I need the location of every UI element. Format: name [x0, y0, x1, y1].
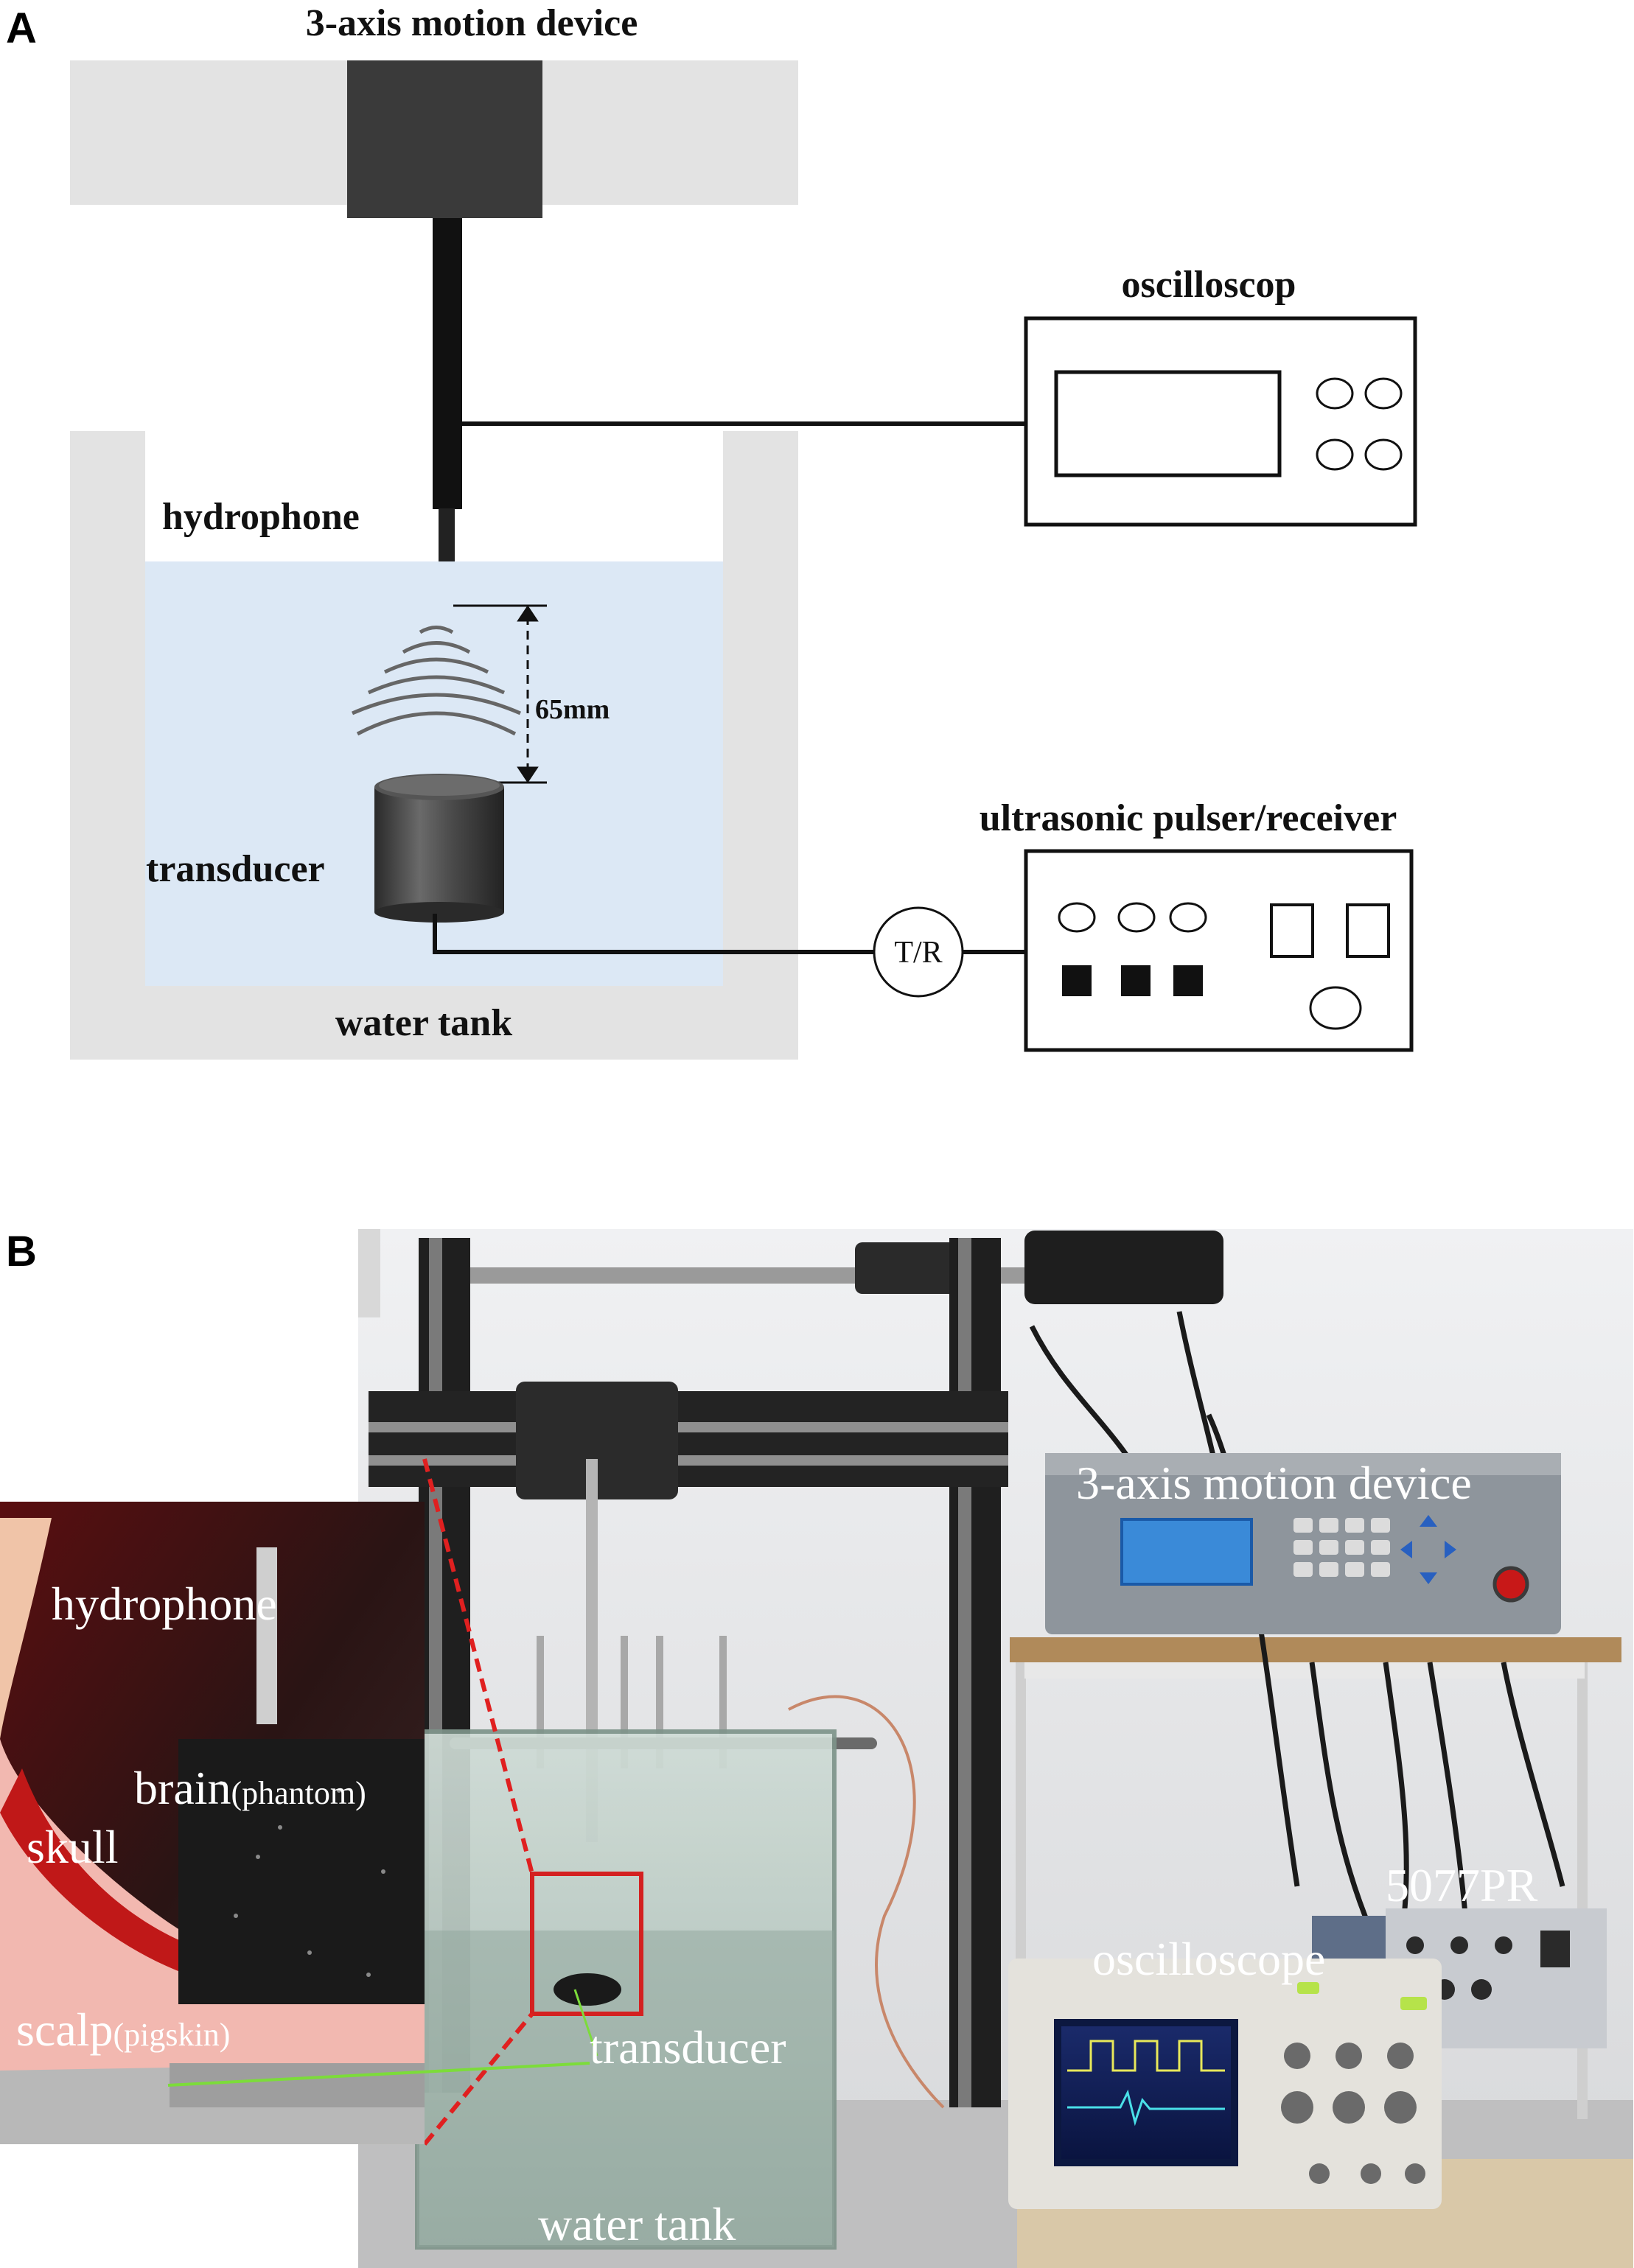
transducer-highlight-box — [530, 1872, 643, 2016]
photo-scalp-sub: (pigskin) — [114, 2017, 231, 2053]
beam-line — [167, 2062, 590, 2087]
oscilloscope-label: oscilloscop — [1122, 264, 1296, 306]
zoom-lines — [422, 1458, 534, 2146]
water-tank-left-wall — [70, 431, 145, 1060]
photo-oscilloscope-label: oscilloscope — [1092, 1933, 1325, 1985]
photo-scalp-label: scalp(pigskin) — [16, 2003, 230, 2056]
photo-brain-label: brain(phantom) — [134, 1762, 366, 1814]
lab-photo — [358, 1229, 1633, 2268]
pulser-label: ultrasonic pulser/receiver — [980, 797, 1397, 839]
water-tank-bottom — [70, 986, 798, 1060]
hydrophone-label: hydrophone — [162, 496, 360, 538]
oscilloscope-knobs — [1316, 377, 1403, 471]
panel-b-letter: B — [6, 1228, 37, 1275]
photo-brain-sub: (phantom) — [231, 1775, 366, 1811]
motion-device-motor-block — [347, 60, 542, 218]
transducer-cable — [433, 914, 873, 954]
photo-transducer-label: transducer — [590, 2021, 786, 2073]
transducer-label: transducer — [146, 848, 325, 890]
ultrasound-wave-arcs — [351, 626, 522, 736]
pulser-buttons — [1062, 965, 1203, 996]
transducer-cylinder — [374, 774, 504, 923]
motion-device-label: 3-axis motion device — [306, 2, 638, 44]
photo-scalp-main: scalp — [16, 2003, 114, 2056]
pulser-box — [1024, 849, 1414, 1052]
panel-a: A 3-axis motion device hydrophone water … — [6, 2, 1417, 1060]
beam-line-2 — [573, 1989, 598, 2057]
photo-motion-device-label: 3-axis motion device — [1076, 1457, 1472, 1509]
pulser-switches — [1270, 903, 1390, 958]
tr-switch-label: T/R — [894, 936, 942, 970]
photo-hydrophone-label: hydrophone — [52, 1578, 277, 1630]
panel-a-letter: A — [6, 4, 37, 52]
inset-photo — [0, 1502, 425, 2144]
panel-b: B — [0, 1228, 1633, 2268]
pulser-knobs — [1058, 902, 1362, 1030]
photo-brain-main: brain — [134, 1762, 231, 1814]
water-tank-label: water tank — [335, 1002, 512, 1044]
water-tank-right-wall — [723, 431, 798, 1060]
hydrophone-rod — [433, 218, 462, 509]
photo-pulser-model-label: 5077PR — [1386, 1859, 1538, 1911]
photo-skull-label: skull — [27, 1821, 118, 1873]
oscilloscope-box — [1024, 316, 1417, 527]
photo-water-tank-label: water tank — [538, 2198, 736, 2250]
distance-label: 65mm — [535, 694, 610, 725]
